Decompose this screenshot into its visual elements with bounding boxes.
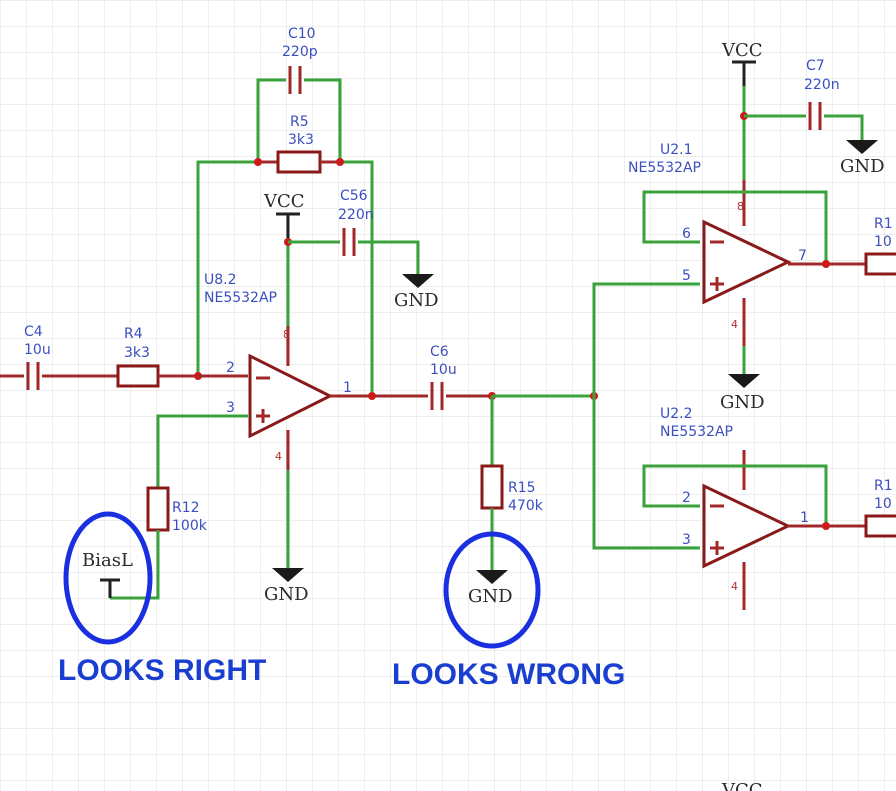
c10-value: 220p [282,44,318,60]
u21-pin-noninv: 5 [682,268,691,284]
ground-symbol-3 [476,570,508,584]
gnd-label-1: GND [394,290,439,311]
c7-value: 220n [804,77,840,93]
c6-value: 10u [430,362,457,378]
u22-pin-out: 1 [800,510,809,526]
u22-pin-inv: 2 [682,490,691,506]
annotation-circle-right [443,531,541,649]
capacitor-c6[interactable] [430,382,444,410]
c56-ref: C56 [340,188,368,204]
resistor-right-2[interactable] [864,514,896,538]
c10-ref: C10 [288,26,316,42]
u82-pin-vpos: 8 [283,328,290,341]
u21-part: NE5532AP [628,160,701,176]
capacitor-c56[interactable] [342,228,356,256]
u82-ref: U8.2 [204,272,237,288]
c4-ref: C4 [24,324,43,340]
gnd-label-5: GND [720,392,765,413]
u22-ref: U2.2 [660,406,693,422]
c6-ref: C6 [430,344,449,360]
u22-pin-vneg: 4 [731,580,738,593]
annotation-circle-left [63,511,153,645]
u22-pin-noninv: 3 [682,532,691,548]
u21-pin-inv: 6 [682,226,691,242]
u82-pin-out: 1 [343,380,352,396]
bias-label: BiasL [82,550,133,571]
u21-ref: U2.1 [660,142,693,158]
capacitor-c7[interactable] [808,102,822,130]
vcc-label-2: VCC [721,40,763,61]
ground-symbol-2 [272,568,304,582]
vcc-label-3: VCC [721,780,763,791]
capacitor-c4[interactable] [26,362,40,390]
c7-ref: C7 [806,58,825,74]
resistor-right-1[interactable] [864,252,896,276]
r15-value: 470k [508,498,544,514]
r15-ref: R15 [508,480,536,496]
r-right-1-value: 10 [874,234,892,250]
capacitor-c10[interactable] [288,66,302,94]
resistor-r5[interactable] [276,150,322,174]
u21-pin-vneg: 4 [731,318,738,331]
coupling-stage: C6 10u R15 470k GND [430,344,598,607]
r4-value: 3k3 [124,345,150,361]
gnd-label-2: GND [264,584,309,605]
u82-pin-inv: 2 [226,360,235,376]
r-right-2-value: 10 [874,496,892,512]
r5-ref: R5 [290,114,309,130]
r-right-2-ref: R1 [874,478,893,494]
u21-pin-vpos: 8 [737,200,744,213]
input-stage: C4 10u R4 3k3 C10 220p R5 3k3 2 [0,26,439,605]
annotation-looks-wrong: LOOKS WRONG [392,658,625,691]
gnd-label-4: GND [840,156,885,177]
ground-symbol-1 [402,274,434,288]
buffer-stage: VCC C7 220n GND U2.1 NE5532AP 8 6 5 7 R1… [592,40,896,791]
vcc-label-1: VCC [263,191,305,212]
gnd-label-3: GND [468,586,513,607]
r12-value: 100k [172,518,208,534]
opamp-u21[interactable] [702,219,792,305]
r5-value: 3k3 [288,132,314,148]
ground-symbol-4 [846,140,878,154]
u82-pin-noninv: 3 [226,400,235,416]
resistor-r12[interactable] [146,486,170,532]
opamp-u22[interactable] [702,483,792,569]
u22-part: NE5532AP [660,424,733,440]
annotation-looks-right: LOOKS RIGHT [58,654,266,687]
u82-part: NE5532AP [204,290,277,306]
u21-pin-out: 7 [798,248,807,264]
c4-value: 10u [24,342,51,358]
resistor-r15[interactable] [480,464,504,510]
r4-ref: R4 [124,326,143,342]
c56-value: 220n [338,207,374,223]
r12-ref: R12 [172,500,200,516]
u82-pin-vneg: 4 [275,450,282,463]
ground-symbol-5 [728,374,760,388]
r-right-1-ref: R1 [874,216,893,232]
resistor-r4[interactable] [116,364,160,388]
